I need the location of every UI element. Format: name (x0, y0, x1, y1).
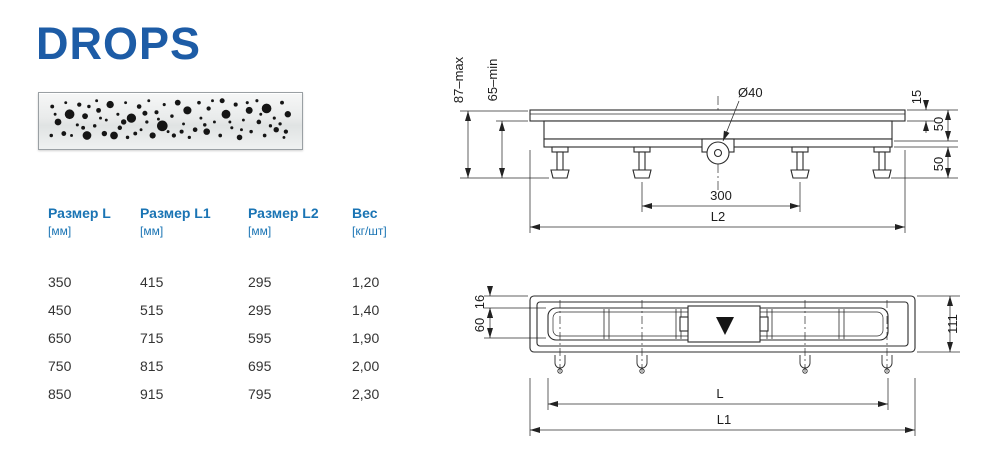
dim-leg-height: 50 (931, 157, 946, 171)
table-row: 650 715 595 1,90 (48, 330, 380, 346)
flow-direction-triangle (716, 317, 734, 335)
table-row: 350 415 295 1,20 (48, 274, 380, 290)
leg-assembly (550, 146, 892, 179)
product-title: DROPS (36, 18, 202, 69)
dim-height-max: 87–max (451, 56, 466, 103)
spec-table: Размер L [мм] Размер L1 [мм] Размер L2 [… (48, 205, 442, 408)
drops-pattern-dots (49, 98, 291, 141)
top-view-dimension-lines (484, 286, 960, 436)
dim-height-min: 65–min (485, 59, 500, 102)
dim-body-depth: 50 (931, 117, 946, 131)
top-view-drawing (484, 286, 960, 436)
dim-grate-width: 60 (472, 318, 487, 332)
table-row: 850 915 795 2,30 (48, 386, 380, 402)
spec-table-body: 350 415 295 1,20 450 515 295 1,40 650 71… (48, 268, 442, 408)
dim-flange-width: 16 (472, 295, 487, 309)
dim-total-width: 111 (945, 314, 960, 334)
dim-grate-height: 15 (909, 90, 924, 104)
dim-length-l2: L2 (711, 209, 725, 224)
side-view-drawing (460, 96, 958, 233)
col-header-size-l: Размер L [мм] (48, 205, 111, 238)
dim-outlet-spacing: 300 (710, 188, 732, 203)
col-header-size-l1: Размер L1 [мм] (140, 205, 211, 238)
fixing-clips (554, 355, 893, 374)
dim-outlet-diameter: Ø40 (738, 85, 763, 100)
drops-strip-image (38, 92, 303, 150)
side-view-dimension-labels: 87–max 65–min 15 50 50 Ø40 300 L2 (451, 56, 946, 224)
side-view-dimension-lines (460, 100, 958, 233)
spec-table-header: Размер L [мм] Размер L1 [мм] Размер L2 [… (48, 205, 442, 238)
dim-total-length-l1: L1 (717, 412, 731, 427)
dim-length-l: L (716, 386, 723, 401)
table-row: 750 815 695 2,00 (48, 358, 380, 374)
col-header-size-l2: Размер L2 [мм] (248, 205, 319, 238)
col-header-weight: Вес [кг/шт] (352, 205, 387, 238)
top-view-dimension-labels: 16 60 111 L L1 (472, 295, 960, 427)
table-row: 450 515 295 1,40 (48, 302, 380, 318)
